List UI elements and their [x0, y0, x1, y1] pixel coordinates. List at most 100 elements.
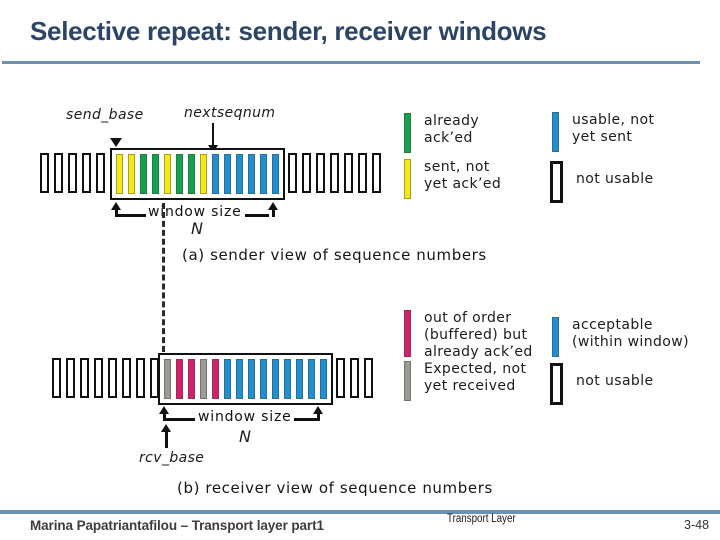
- unused-seqnum-bar: [108, 358, 117, 398]
- receiver-bracket-left-line: [165, 418, 195, 421]
- blue-seqnum-bar: [260, 154, 267, 194]
- unused-seqnum-bar: [330, 153, 339, 193]
- sender-bracket-left-stem: [115, 210, 118, 217]
- blue-seqnum-bar: [272, 154, 279, 194]
- yellow-seqnum-bar: [116, 154, 123, 194]
- legend-swatch-gray: [404, 361, 411, 401]
- nextseqnum-arrow-stem: [212, 123, 214, 147]
- unused-seqnum-bar: [122, 358, 131, 398]
- sender-bracket-right-arrow-icon: [268, 202, 278, 210]
- legend-label: acceptable (within window): [572, 317, 689, 350]
- blue-seqnum-bar: [296, 359, 303, 399]
- unused-seqnum-bar: [54, 153, 63, 193]
- unused-seqnum-bar: [80, 358, 89, 398]
- legend-swatch-blue: [552, 317, 559, 357]
- receiver-window-size-label: window size: [198, 409, 292, 425]
- blue-seqnum-bar: [284, 359, 291, 399]
- blue-seqnum-bar: [236, 154, 243, 194]
- unused-seqnum-bar: [372, 153, 381, 193]
- unused-seqnum-bar: [82, 153, 91, 193]
- unused-seqnum-bar: [68, 153, 77, 193]
- footer-rule: [0, 510, 720, 514]
- unused-seqnum-bar: [94, 358, 103, 398]
- legend-label: out of order (buffered) but already ack’…: [424, 310, 533, 360]
- sender-bracket-left-arrow-icon: [111, 202, 121, 210]
- rcv-base-arrow-icon: [161, 424, 171, 432]
- unused-seqnum-bar: [96, 153, 105, 193]
- legend-swatch-outline: [550, 161, 563, 203]
- receiver-bars-after: [336, 358, 373, 398]
- receiver-bars-before: [52, 358, 173, 398]
- receiver-legend-item-blue: acceptable (within window): [552, 317, 689, 357]
- footer-page-number: 3-48: [684, 518, 710, 532]
- sender-bracket-right-line: [245, 214, 269, 217]
- unused-seqnum-bar: [358, 153, 367, 193]
- footer-author: Marina Papatriantafilou – Transport laye…: [30, 518, 324, 533]
- green-seqnum-bar: [152, 154, 159, 194]
- legend-swatch-magenta: [404, 310, 411, 357]
- send-base-pointer-icon: [110, 138, 122, 147]
- magenta-seqnum-bar: [188, 359, 195, 399]
- legend-swatch-outline: [550, 363, 563, 405]
- sender-window-size-n: N: [191, 219, 204, 238]
- receiver-legend-item-outline: not usable: [550, 363, 654, 405]
- receiver-window-size-n: N: [239, 427, 252, 446]
- nextseqnum-label: nextseqnum: [184, 105, 276, 121]
- yellow-seqnum-bar: [128, 154, 135, 194]
- unused-seqnum-bar: [66, 358, 75, 398]
- blue-seqnum-bar: [224, 359, 231, 399]
- legend-swatch-blue: [552, 112, 559, 152]
- gray-seqnum-bar: [200, 359, 207, 399]
- blue-seqnum-bar: [272, 359, 279, 399]
- sender-legend-item-outline: not usable: [550, 161, 654, 203]
- blue-seqnum-bar: [236, 359, 243, 399]
- sender-legend-item-green: already ack’ed: [404, 113, 479, 153]
- gray-seqnum-bar: [164, 359, 171, 399]
- magenta-seqnum-bar: [176, 359, 183, 399]
- unused-seqnum-bar: [336, 358, 345, 398]
- receiver-legend-item-gray: Expected, not yet received: [404, 361, 526, 401]
- sender-legend-item-blue: usable, not yet sent: [552, 112, 654, 152]
- legend-label: usable, not yet sent: [572, 112, 655, 145]
- blue-seqnum-bar: [224, 154, 231, 194]
- unused-seqnum-bar: [136, 358, 145, 398]
- legend-label: Expected, not yet received: [424, 361, 527, 394]
- blue-seqnum-bar: [248, 359, 255, 399]
- receiver-caption: (b) receiver view of sequence numbers: [177, 479, 493, 497]
- title-underline: [2, 61, 700, 64]
- receiver-bracket-left-arrow-icon: [159, 406, 169, 414]
- receiver-legend-item-magenta: out of order (buffered) but already ack’…: [404, 310, 533, 361]
- sender-bracket-right-stem: [272, 210, 275, 217]
- sender-window-size-label: window size: [148, 204, 242, 220]
- magenta-seqnum-bar: [212, 359, 219, 399]
- unused-seqnum-bar: [288, 153, 297, 193]
- blue-seqnum-bar: [212, 154, 219, 194]
- receiver-bracket-left-stem: [163, 414, 166, 421]
- rcv-base-arrow-stem: [165, 432, 168, 448]
- footer-section: Transport Layer: [447, 513, 516, 525]
- green-seqnum-bar: [176, 154, 183, 194]
- sender-window: [110, 148, 285, 200]
- legend-label: not usable: [576, 373, 654, 389]
- unused-seqnum-bar: [52, 358, 61, 398]
- unused-seqnum-bar: [40, 153, 49, 193]
- unused-seqnum-bar: [344, 153, 353, 193]
- unused-seqnum-bar: [302, 153, 311, 193]
- unused-seqnum-bar: [364, 358, 373, 398]
- legend-swatch-green: [404, 113, 411, 153]
- blue-seqnum-bar: [260, 359, 267, 399]
- sender-bars-after: [288, 153, 381, 193]
- receiver-bracket-right-stem: [317, 414, 320, 421]
- alignment-dashed-line: [162, 203, 165, 352]
- sender-bracket-left-line: [117, 214, 146, 217]
- blue-seqnum-bar: [248, 154, 255, 194]
- receiver-bracket-right-arrow-icon: [313, 406, 323, 414]
- sender-bars-before: [40, 153, 119, 193]
- yellow-seqnum-bar: [200, 154, 207, 194]
- legend-swatch-yellow: [404, 159, 411, 199]
- green-seqnum-bar: [140, 154, 147, 194]
- send-base-label: send_base: [66, 107, 144, 123]
